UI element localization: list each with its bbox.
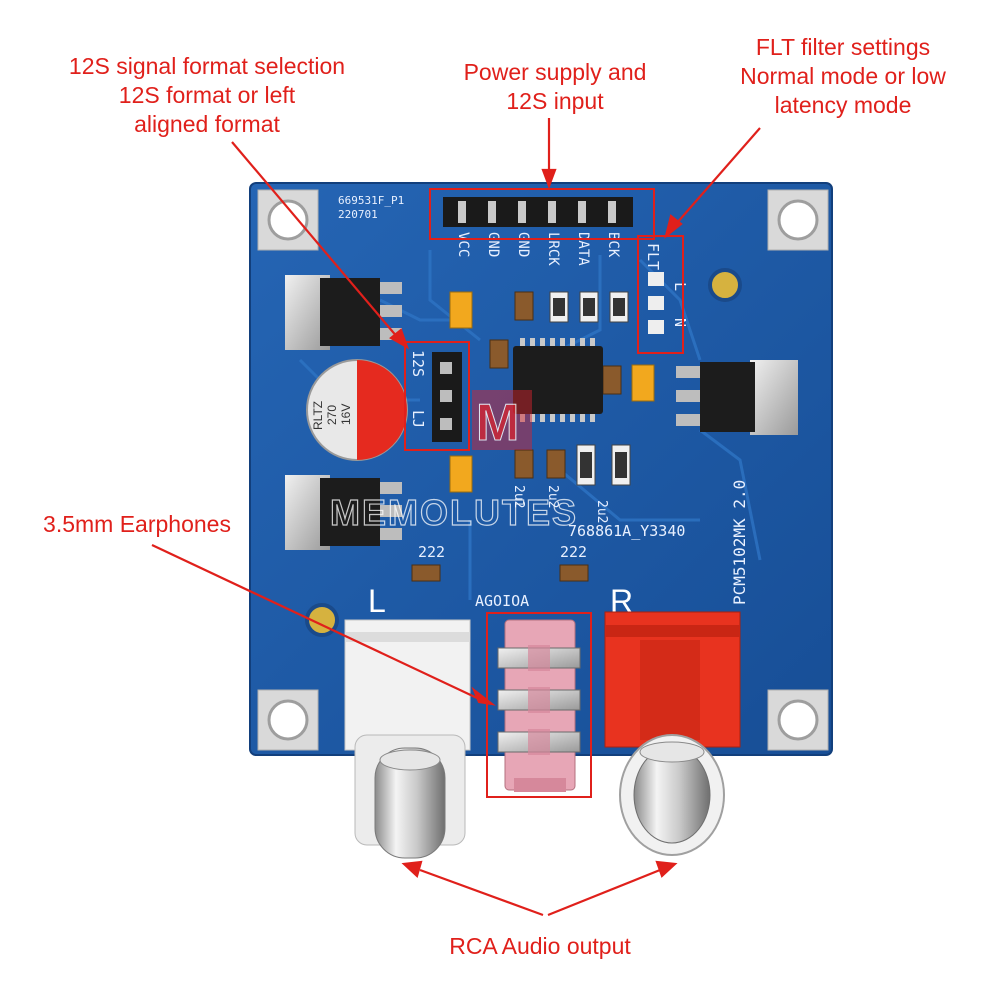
channel-left: L <box>368 583 386 619</box>
pin-label-6: BCK <box>605 232 621 258</box>
watermark-logo: M <box>472 390 532 453</box>
pin-label-5: DATA <box>575 232 591 266</box>
highlight-header <box>429 188 655 240</box>
mounting-hole-bottom-right <box>767 689 829 751</box>
date-code: 220701 <box>338 208 378 221</box>
res-code-2: 222 <box>560 543 587 561</box>
format-jumper <box>432 352 462 442</box>
callout-power-line-1: Power supply and <box>463 59 647 85</box>
pin-label-2: GND <box>485 232 501 257</box>
svg-text:M: M <box>476 394 519 452</box>
jack-label: AGOIOA <box>475 592 529 610</box>
headphone-jack <box>497 619 581 792</box>
pin-label-4: LRCK <box>545 232 561 266</box>
callout-i2s-format: 12S signal format selection 12S format o… <box>42 52 372 139</box>
mounting-hole-top-right <box>767 189 829 251</box>
callout-earphones-text: 3.5mm Earphones <box>43 511 231 537</box>
smd-resistors-top <box>549 291 629 323</box>
callout-flt-line-1: FLT filter settings <box>755 34 931 60</box>
small-code-1: 2u2 <box>511 485 526 508</box>
watermark: MEMOLUTES <box>330 492 578 533</box>
channel-right: R <box>610 583 633 619</box>
regulator-top-left <box>285 275 402 350</box>
tantalum-capacitors <box>449 291 655 493</box>
callout-flt-line-3: latency mode <box>774 92 912 118</box>
smd-resistors-bottom <box>576 444 631 486</box>
callout-i2s-line-3: aligned format <box>134 111 280 137</box>
cap-text-1: RLTZ <box>311 401 325 430</box>
callout-flt-filter: FLT filter settings Normal mode or low l… <box>712 33 974 120</box>
serial-code: 768861A_Y3340 <box>568 522 685 540</box>
callout-arrows <box>151 118 761 917</box>
callout-i2s-line-1: 12S signal format selection <box>68 53 346 79</box>
model-label: PCM5102MK 2.0 <box>730 480 749 605</box>
highlight-boxes <box>404 188 684 798</box>
highlight-flt <box>637 235 684 354</box>
callout-power-input: Power supply and 12S input <box>430 58 680 116</box>
regulator-bottom-left <box>285 475 402 550</box>
cap-text-2: 270 <box>325 405 339 425</box>
pin-label-1: VCC <box>455 232 471 257</box>
callout-flt-line-2: Normal mode or low <box>740 63 946 89</box>
format-option: LJ <box>409 410 427 428</box>
callout-i2s-line-2: 12S format or left <box>118 82 296 108</box>
callout-rca-text: RCA Audio output <box>449 933 631 959</box>
rca-jack-left <box>344 619 471 859</box>
res-code-1: 222 <box>418 543 445 561</box>
mounting-hole-top-left <box>257 189 319 251</box>
small-code-3: 2u2 <box>594 500 609 523</box>
lot-code: 669531F_P1 <box>338 194 404 207</box>
format-label: 12S <box>409 350 427 377</box>
pad-right <box>708 268 742 302</box>
rca-jack-right <box>604 611 741 856</box>
small-code-2: 2u2 <box>545 485 560 508</box>
flt-option-n: N <box>671 318 689 327</box>
highlight-format <box>404 341 470 451</box>
flt-option-l: L <box>671 282 689 291</box>
header-pins <box>443 197 633 227</box>
callout-rca-output: RCA Audio output <box>420 932 660 961</box>
dac-chip <box>513 338 603 422</box>
pin-label-3: GND <box>515 232 531 257</box>
electrolytic-capacitor: RLTZ 270 16V <box>306 359 408 461</box>
cap-text-3: 16V <box>339 404 353 425</box>
highlight-jack <box>486 612 592 798</box>
callout-earphones: 3.5mm Earphones <box>22 510 252 539</box>
flt-jumper-pads <box>648 272 664 334</box>
flt-label: FLT <box>644 243 662 270</box>
callout-power-line-2: 12S input <box>506 88 604 114</box>
mounting-hole-bottom-left <box>257 689 319 751</box>
regulator-right <box>676 360 798 435</box>
